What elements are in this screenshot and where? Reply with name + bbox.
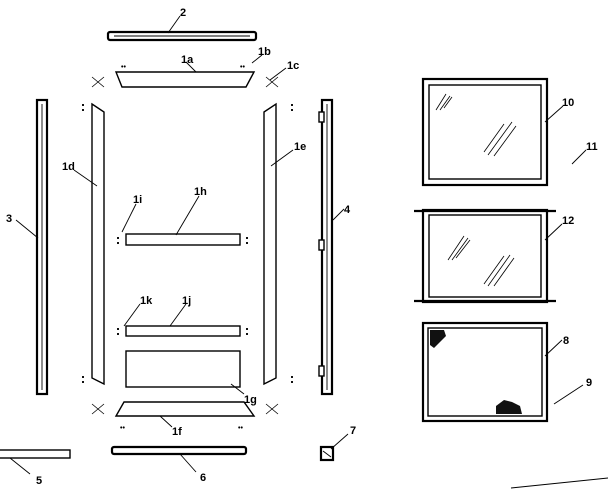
label-5: 5 xyxy=(36,475,42,487)
label-1f: 1f xyxy=(172,426,182,438)
part-12-glass-door xyxy=(414,208,556,304)
label-1j: 1j xyxy=(182,295,191,307)
screw-mark: •• xyxy=(120,425,125,432)
label-1a: 1a xyxy=(181,54,194,66)
label-2: 2 xyxy=(180,7,186,19)
part-2-top-cap xyxy=(106,30,258,42)
part-3-left-rail xyxy=(35,98,49,396)
part-7-block xyxy=(319,445,335,462)
label-3: 3 xyxy=(6,213,12,225)
part-10-glass-door xyxy=(421,77,549,187)
part-4-right-rail xyxy=(318,98,334,396)
part-6-base xyxy=(110,445,248,456)
label-1g: 1g xyxy=(244,394,257,406)
part-1d-left-panel xyxy=(91,102,105,386)
part-8-back-panel xyxy=(421,321,549,423)
part-1j-shelf xyxy=(125,325,241,337)
label-12: 12 xyxy=(562,215,574,227)
part-1a-top-panel xyxy=(114,71,256,88)
label-7: 7 xyxy=(350,425,356,437)
label-1c: 1c xyxy=(287,60,299,72)
label-1d: 1d xyxy=(62,161,75,173)
screw-mark xyxy=(82,104,293,383)
label-9: 9 xyxy=(586,377,592,389)
part-1f-bottom-panel xyxy=(114,401,256,417)
label-1k: 1k xyxy=(140,295,153,307)
screw-mark: •• xyxy=(121,64,126,71)
label-1i: 1i xyxy=(133,194,142,206)
label-8: 8 xyxy=(563,335,569,347)
label-1h: 1h xyxy=(194,186,207,198)
part-1e-right-panel xyxy=(263,102,277,386)
part-1h-shelf xyxy=(125,233,241,246)
label-1b: 1b xyxy=(258,46,271,58)
screw-mark: •• xyxy=(240,64,245,71)
label-10: 10 xyxy=(562,97,574,109)
screw-mark: •• xyxy=(238,425,243,432)
part-1g-panel xyxy=(125,350,241,388)
clip-icon xyxy=(91,76,279,415)
label-6: 6 xyxy=(200,472,206,484)
label-4: 4 xyxy=(344,204,351,216)
label-11: 11 xyxy=(586,141,598,153)
part-5-strip xyxy=(0,449,71,459)
label-1e: 1e xyxy=(294,141,306,153)
